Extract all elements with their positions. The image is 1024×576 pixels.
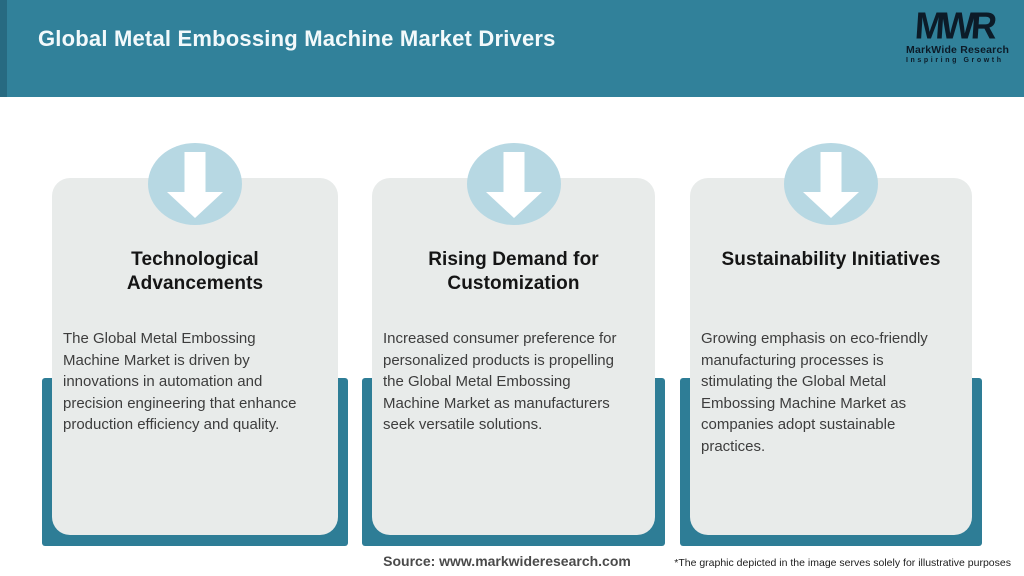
card-title: Sustainability Initiatives: [721, 249, 941, 270]
page-title: Global Metal Embossing Machine Market Dr…: [38, 26, 556, 51]
card-body-panel: Sustainability Initiatives Growing empha…: [690, 178, 972, 535]
card-title: Rising Demand for Customization: [428, 249, 599, 294]
driver-card-rising-demand: Rising Demand for Customization Increase…: [362, 143, 665, 546]
source-text: Source: www.markwideresearch.com: [383, 553, 631, 569]
disclaimer-text: *The graphic depicted in the image serve…: [674, 557, 1011, 569]
down-arrow-icon: [148, 143, 242, 225]
card-body-panel: Technological Advancements The Global Me…: [52, 178, 338, 535]
driver-card-technological-advancements: Technological Advancements The Global Me…: [42, 143, 348, 546]
card-description: Growing emphasis on eco-friendly manufac…: [701, 330, 928, 455]
card-description: The Global Metal Embossing Machine Marke…: [63, 330, 297, 433]
card-description: Increased consumer preference for person…: [383, 330, 617, 433]
header-band: Global Metal Embossing Machine Market Dr…: [0, 0, 1024, 97]
mwr-logo-icon: MWR: [913, 3, 995, 47]
driver-card-sustainability: Sustainability Initiatives Growing empha…: [680, 143, 982, 546]
down-arrow-icon: [784, 143, 878, 225]
logo-company-name: MarkWide Research: [906, 44, 1010, 56]
markwide-research-logo: MWR MarkWide Research Inspiring Growth: [906, 3, 1010, 64]
down-arrow-icon: [466, 143, 561, 225]
card-body-panel: Rising Demand for Customization Increase…: [372, 178, 655, 535]
card-title: Technological Advancements: [126, 249, 264, 294]
logo-tagline: Inspiring Growth: [906, 57, 1004, 64]
